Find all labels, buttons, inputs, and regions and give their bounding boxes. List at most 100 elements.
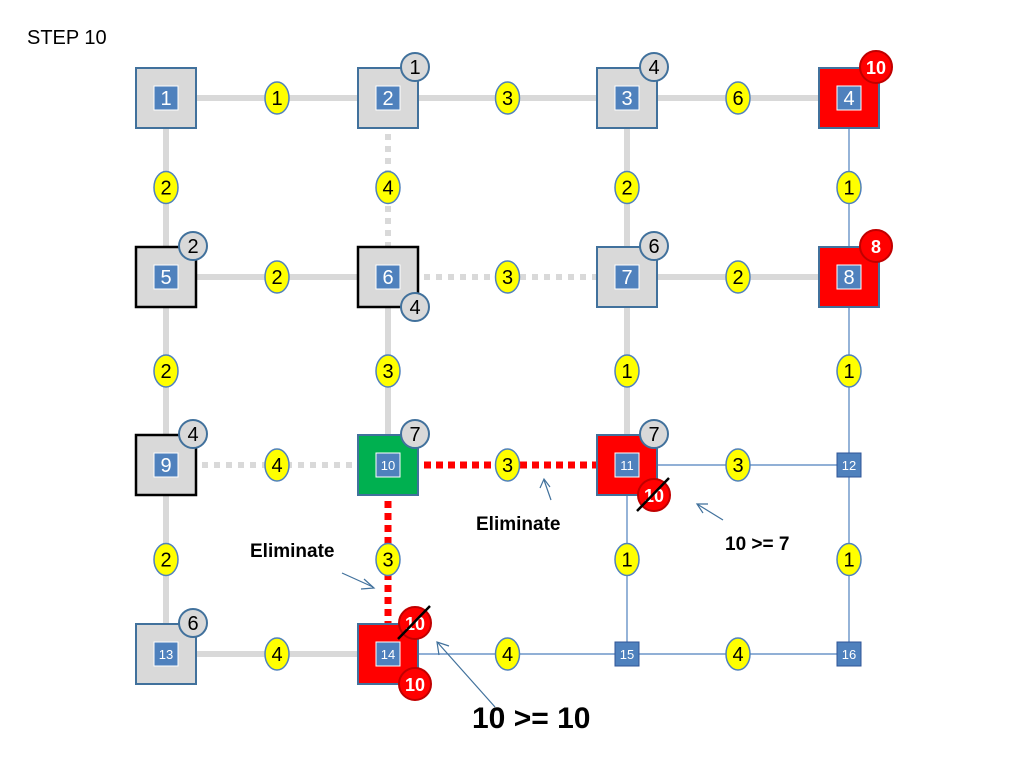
edge-weight-marker: [494, 448, 521, 482]
distance-badge-value: 4: [409, 297, 420, 319]
node-9-inner-box: [153, 452, 179, 478]
edge-weight-marker: [614, 354, 640, 388]
edge-weight-marker: [725, 637, 751, 671]
edge-weight-label: 3: [502, 267, 513, 289]
edge-weight-marker: [836, 170, 862, 205]
edge-weight-marker: [375, 354, 401, 388]
node-16-label: 16: [842, 647, 856, 662]
distance-badge-node-5: [178, 231, 208, 261]
node-15-label: 15: [620, 647, 634, 662]
node-5-inner-box: [153, 264, 179, 290]
distance-badge-value: 8: [871, 237, 881, 257]
distance-badge-node-9: [178, 419, 208, 449]
distance-badge-value: 10: [405, 614, 425, 634]
comparison-label-node14: 10 >= 10: [472, 702, 590, 735]
node-4-inner-box: [836, 85, 862, 111]
node-5-label: 5: [160, 267, 171, 289]
edge-weight-marker: [494, 260, 521, 294]
distance-badge-value: 10: [866, 58, 886, 78]
edge-weight-marker: [725, 448, 751, 482]
step-label: STEP 10: [27, 27, 107, 49]
edge-weight-label: 4: [502, 644, 513, 666]
edge-weight-label: 1: [843, 178, 854, 200]
eliminate-arrow-mid: [543, 479, 552, 501]
edge-weight-label: 2: [271, 267, 282, 289]
node-13-inner-box: [153, 641, 179, 667]
node-13-label: 13: [159, 647, 173, 662]
distance-badge-node-6: [400, 292, 430, 322]
eliminate-arrow-left: [341, 572, 374, 588]
edge-weight-label: 2: [621, 178, 632, 200]
edge-weight-marker: [836, 542, 862, 577]
edge-weight-marker: [725, 260, 751, 294]
node-6-label: 6: [382, 267, 393, 289]
comparison-label-node11: 10 >= 7: [725, 534, 789, 555]
edge-weight-marker: [614, 170, 640, 205]
node-15-box: [614, 641, 640, 667]
node-1-inner-box: [153, 85, 179, 111]
node-9-label: 9: [160, 455, 171, 477]
edge-weight-label: 2: [160, 361, 171, 383]
edge-weight-marker: [153, 170, 179, 205]
node-10-label: 10: [381, 458, 395, 473]
distance-badge-value: 4: [648, 57, 659, 79]
eliminate-arrow-left-head: [360, 578, 376, 590]
edge-weight-marker: [153, 542, 179, 577]
node-2-inner-box: [375, 85, 401, 111]
strikethrough-mark: [636, 477, 670, 512]
edge-weight-label: 3: [732, 455, 743, 477]
distance-badge-value: 6: [648, 236, 659, 258]
node-7-inner-box: [614, 264, 640, 290]
eliminate-label-left: Eliminate: [250, 541, 334, 562]
node-4-label: 4: [843, 88, 854, 110]
eliminate-label-mid: Eliminate: [476, 514, 560, 535]
node-12-label: 12: [842, 458, 856, 473]
edge-weight-label: 3: [502, 88, 513, 110]
distance-badge-node-10: [400, 419, 430, 449]
edge-weight-label: 4: [271, 644, 282, 666]
distance-badge-value: 6: [187, 613, 198, 635]
edge-weight-marker: [264, 637, 290, 671]
distance-badge-value: 7: [648, 424, 659, 446]
node-11-label: 11: [620, 458, 634, 473]
distance-badge-node-8: [859, 229, 893, 263]
distance-badge-value: 10: [405, 675, 425, 695]
edges-layer: [163, 95, 850, 657]
edge-weight-marker: [153, 354, 179, 388]
strikethrough-mark: [397, 605, 431, 640]
node-8-label: 8: [843, 267, 854, 289]
node-6-inner-box: [375, 264, 401, 290]
edge-weight-label: 2: [160, 178, 171, 200]
distance-badge-value: 7: [409, 424, 420, 446]
distance-badge-value: 1: [409, 57, 420, 79]
edge-weight-marker: [264, 448, 290, 482]
distance-badge-node-3: [639, 52, 669, 82]
edge-weight-label: 3: [382, 550, 393, 572]
edge-weight-label: 2: [732, 267, 743, 289]
edge-weight-label: 3: [382, 361, 393, 383]
node-3-label: 3: [621, 88, 632, 110]
node-2-label: 2: [382, 88, 393, 110]
annotations-layer: Eliminate Eliminate 10 >= 7 10 >= 10: [250, 477, 789, 735]
edge-weight-label: 1: [621, 550, 632, 572]
distance-badge-value: 4: [187, 424, 198, 446]
edge-weight-label: 1: [843, 550, 854, 572]
comparison-arrow-node11-head: [695, 503, 708, 514]
edge-weight-label: 3: [502, 455, 513, 477]
edge-weight-label: 2: [160, 550, 171, 572]
edge-weight-label: 4: [732, 644, 743, 666]
distance-badge-value: 10: [644, 486, 664, 506]
edge-weight-label: 1: [843, 361, 854, 383]
edge-weight-marker: [614, 542, 640, 577]
node-12-box: [836, 452, 862, 478]
edge-weight-marker: [264, 260, 290, 294]
edge-weight-marker: [836, 354, 862, 388]
distance-badge-node-4: [859, 50, 893, 84]
distance-badge-node-2: [400, 52, 430, 82]
edge-weight-marker: [725, 81, 751, 115]
node-14-inner-box: [375, 641, 401, 667]
